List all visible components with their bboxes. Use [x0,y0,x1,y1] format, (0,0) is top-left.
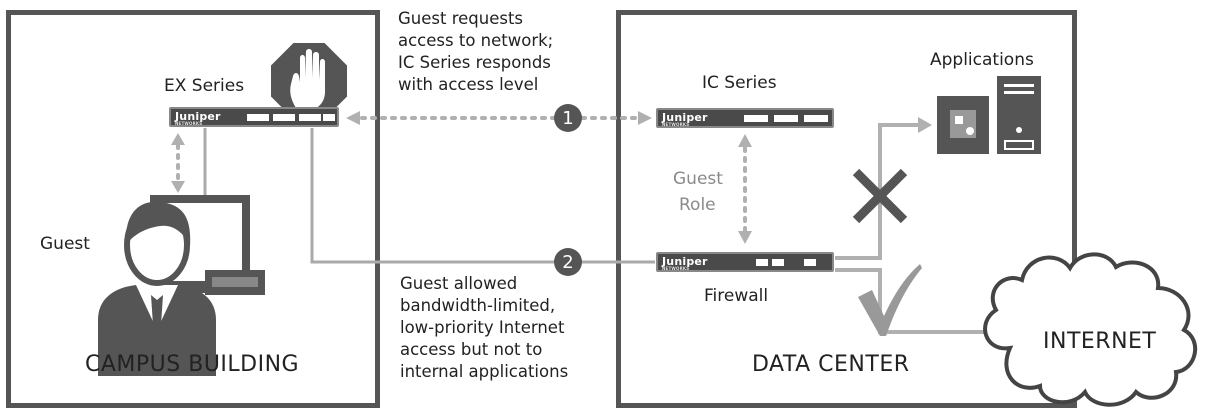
blocked-x-icon [852,168,908,224]
guest-role-label-2: Role [679,195,716,215]
stop-hand-icon [269,41,349,121]
arrowhead-left-1 [346,111,360,125]
internet-label: INTERNET [1043,329,1157,354]
step-2-circle [554,248,582,276]
link-2 [310,128,655,264]
step-1-number: 1 [562,108,574,129]
ic-series-label: IC Series [702,73,777,93]
step-1-note: Guest requests access to network; IC Ser… [398,9,554,94]
allowed-check-icon [858,264,922,336]
link-to-internet [835,268,1008,334]
step-1-circle [554,104,582,132]
arrowhead-right-1 [638,111,652,125]
applications-label: Applications [930,50,1034,70]
step-2-note: Guest allowed bandwidth-limited, low-pri… [400,274,569,381]
internet-cloud-icon [983,252,1198,407]
ex-series-label: EX Series [164,76,245,96]
guest-role-label-1: Guest [673,169,723,189]
campus-building-title: CAMPUS BUILDING [85,352,300,377]
firewall-label: Firewall [704,286,769,306]
application-box-icon [937,96,989,154]
step-2-number: 2 [562,252,574,273]
server-tower-icon [997,76,1041,154]
guest-label: Guest [40,234,90,254]
guest-person-icon [98,201,216,376]
data-center-title: DATA CENTER [752,352,910,377]
